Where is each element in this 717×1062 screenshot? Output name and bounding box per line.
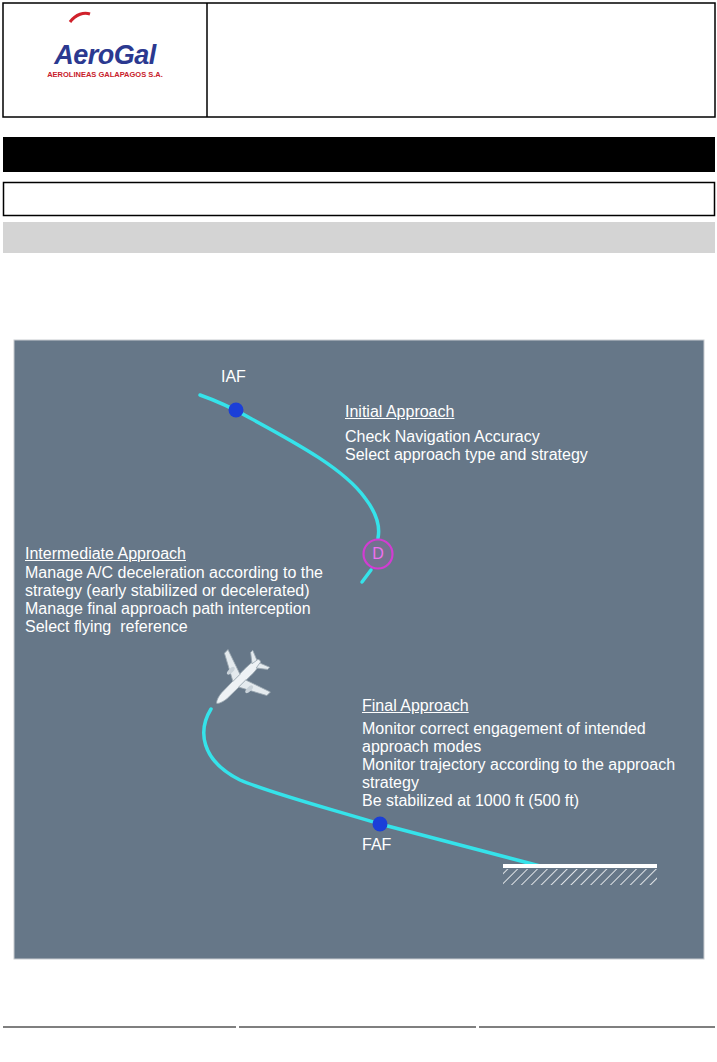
waypoint-circle: D: [362, 538, 394, 570]
logo-cell: AeroGalAEROLINEAS GALAPAGOS S.A.: [3, 3, 207, 117]
phase-heading: Final Approach: [362, 697, 469, 715]
path-segment: [362, 570, 371, 582]
phase-step: Manage A/C deceleration according to the…: [25, 564, 355, 600]
phase-step: Monitor trajectory according to the appr…: [362, 756, 697, 792]
grey-bar: [3, 222, 715, 253]
footer-rule: [3, 1026, 236, 1027]
runway-hatching: [503, 869, 657, 885]
fix-label: FAF: [362, 836, 391, 854]
phase-step: Manage final approach path interception: [25, 600, 311, 618]
phase-step: Monitor correct engagement of intended a…: [362, 720, 697, 756]
logo-name: AeroGal: [54, 40, 156, 70]
phase-step: Check Navigation Accuracy: [345, 428, 540, 446]
phase-step: Select flying reference: [25, 618, 188, 636]
header-frame: [3, 3, 715, 117]
runway: [503, 864, 657, 868]
diagram-panel: [14, 340, 704, 959]
phase-step: Select approach type and strategy: [345, 446, 588, 464]
footer-rule: [239, 1026, 476, 1027]
waypoint-ring: [364, 540, 393, 569]
fix-label: IAF: [221, 368, 246, 386]
white-bar: [4, 183, 715, 216]
header-divider: [206, 3, 208, 117]
footer-rule: [479, 1026, 715, 1027]
phase-heading: Initial Approach: [345, 403, 454, 421]
logo-swoosh: [70, 13, 90, 22]
airplane: [195, 638, 282, 725]
iaf-fix: [229, 403, 244, 418]
logo-subtitle: AEROLINEAS GALAPAGOS S.A.: [47, 70, 163, 80]
waypoint-letter: D: [372, 545, 384, 563]
phase-step: Be stabilized at 1000 ft (500 ft): [362, 792, 579, 810]
black-bar: [3, 137, 715, 172]
phase-heading: Intermediate Approach: [25, 545, 186, 563]
faf-fix: [373, 817, 388, 832]
